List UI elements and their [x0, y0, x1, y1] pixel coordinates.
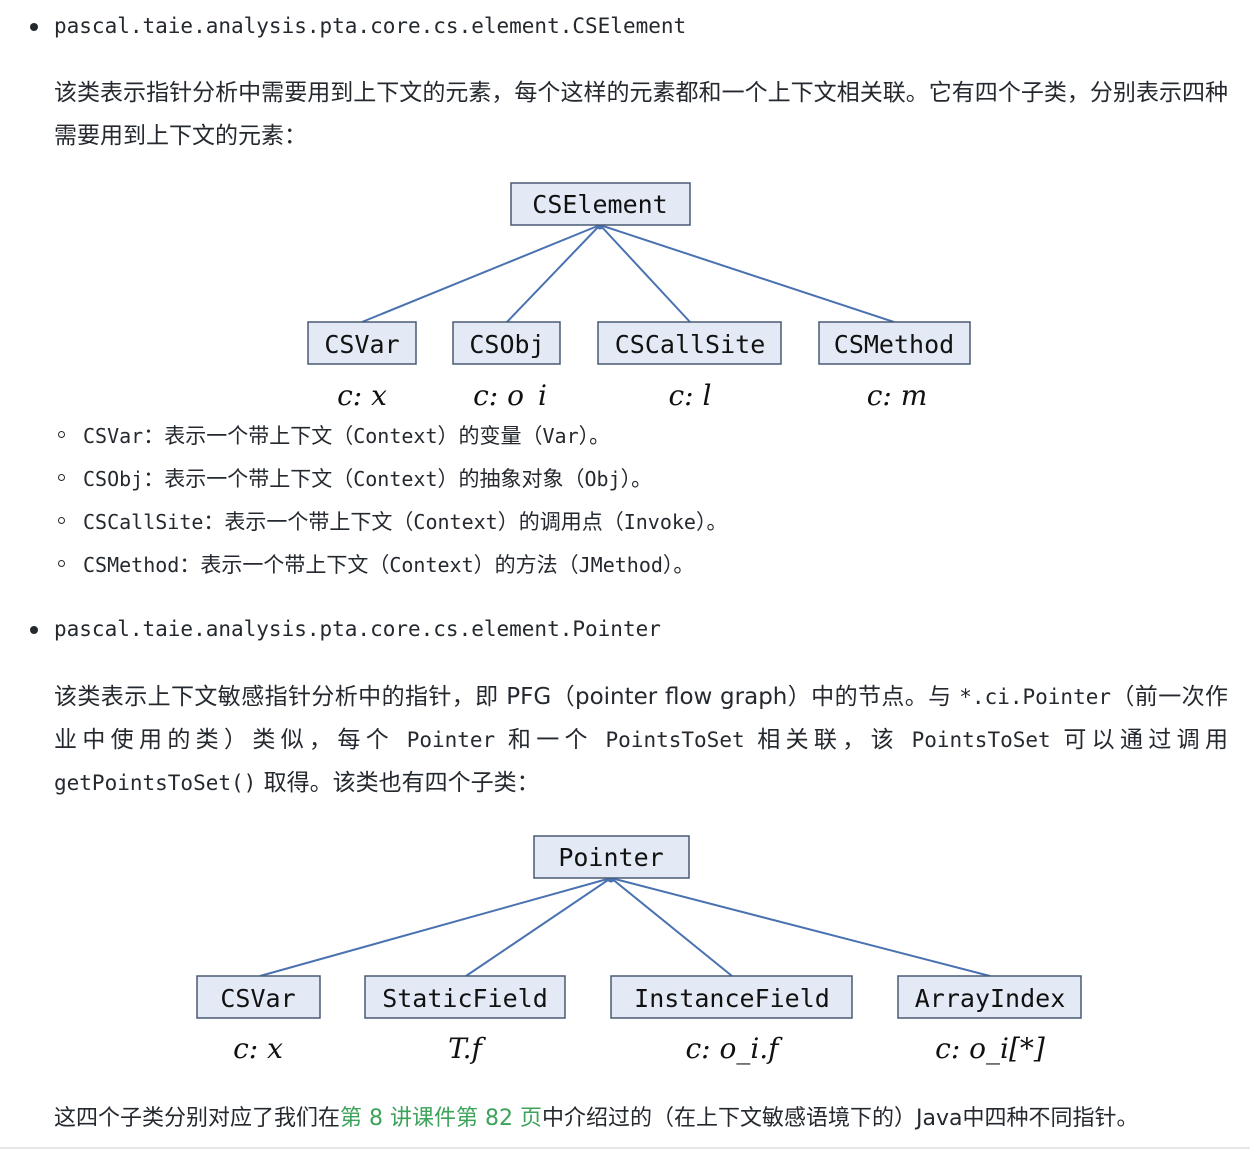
pointer-hierarchy-diagram: Pointer CSVar StaticField InstanceField …: [196, 835, 1082, 1065]
sub-bullet: [58, 431, 65, 438]
notation-csvar: c: x: [233, 1032, 283, 1065]
code-csmethod: CSMethod: [83, 553, 180, 577]
diagram-node-csvar: CSVar: [220, 984, 295, 1013]
pointer-description: 该类表示上下文敏感指针分析中的指针，即 PFG（pointer flow gra…: [54, 684, 1229, 796]
footer-paragraph: 这四个子类分别对应了我们在第 8 讲课件第 82 页中介绍过的（在上下文敏感语境…: [54, 1106, 1139, 1131]
diagram-node-staticfield: StaticField: [382, 984, 548, 1013]
diagram-root-pointer: Pointer: [558, 843, 663, 872]
notation-csobj: c: o_i: [473, 379, 547, 410]
package-name-cselement: pascal.taie.analysis.pta.core.cs.element…: [54, 14, 687, 38]
diagram-node-cscallsite: CSCallSite: [615, 330, 766, 359]
lecture-slides-link[interactable]: 第 8 讲课件第 82 页: [340, 1106, 542, 1131]
list-item: CSMethod：表示一个带上下文（Context）的方法（JMethod）。: [83, 553, 695, 577]
notation-csmethod: c: m: [867, 379, 928, 410]
bullet: [30, 626, 38, 634]
sub-bullet: [58, 560, 65, 567]
package-name-pointer: pascal.taie.analysis.pta.core.cs.element…: [54, 617, 661, 641]
diagram-root-cselement: CSElement: [532, 190, 667, 219]
notation-arrayindex: c: o_i[*]: [935, 1032, 1045, 1065]
code-cscallsite: CSCallSite: [83, 510, 204, 534]
code-csvar: CSVar: [83, 424, 144, 448]
notation-cscallsite: c: l: [669, 379, 712, 410]
diagram-node-csvar: CSVar: [324, 330, 399, 359]
sub-bullet: [58, 517, 65, 524]
list-item: CSCallSite：表示一个带上下文（Context）的调用点（Invoke）…: [83, 510, 728, 534]
diagram-node-instancefield: InstanceField: [634, 984, 830, 1013]
list-item: CSObj：表示一个带上下文（Context）的抽象对象（Obj）。: [83, 467, 653, 491]
divider: [0, 1147, 1250, 1149]
code-csobj: CSObj: [83, 467, 144, 491]
diagram-node-csmethod: CSMethod: [834, 330, 954, 359]
list-item: CSVar：表示一个带上下文（Context）的变量（Var）。: [83, 424, 611, 448]
diagram-node-arrayindex: ArrayIndex: [915, 984, 1066, 1013]
sub-bullet: [58, 474, 65, 481]
notation-csvar: c: x: [337, 379, 387, 410]
cselement-hierarchy-diagram: CSElement CSVar CSObj CSCallSite CSMetho…: [307, 182, 971, 410]
diagram-node-csobj: CSObj: [469, 330, 544, 359]
notation-instancefield: c: o_i.f: [685, 1032, 783, 1065]
cselement-description: 该类表示指针分析中需要用到上下文的元素，每个这样的元素都和一个上下文相关联。它有…: [54, 80, 1228, 149]
notation-staticfield: T.f: [448, 1032, 486, 1065]
bullet: [30, 23, 38, 31]
